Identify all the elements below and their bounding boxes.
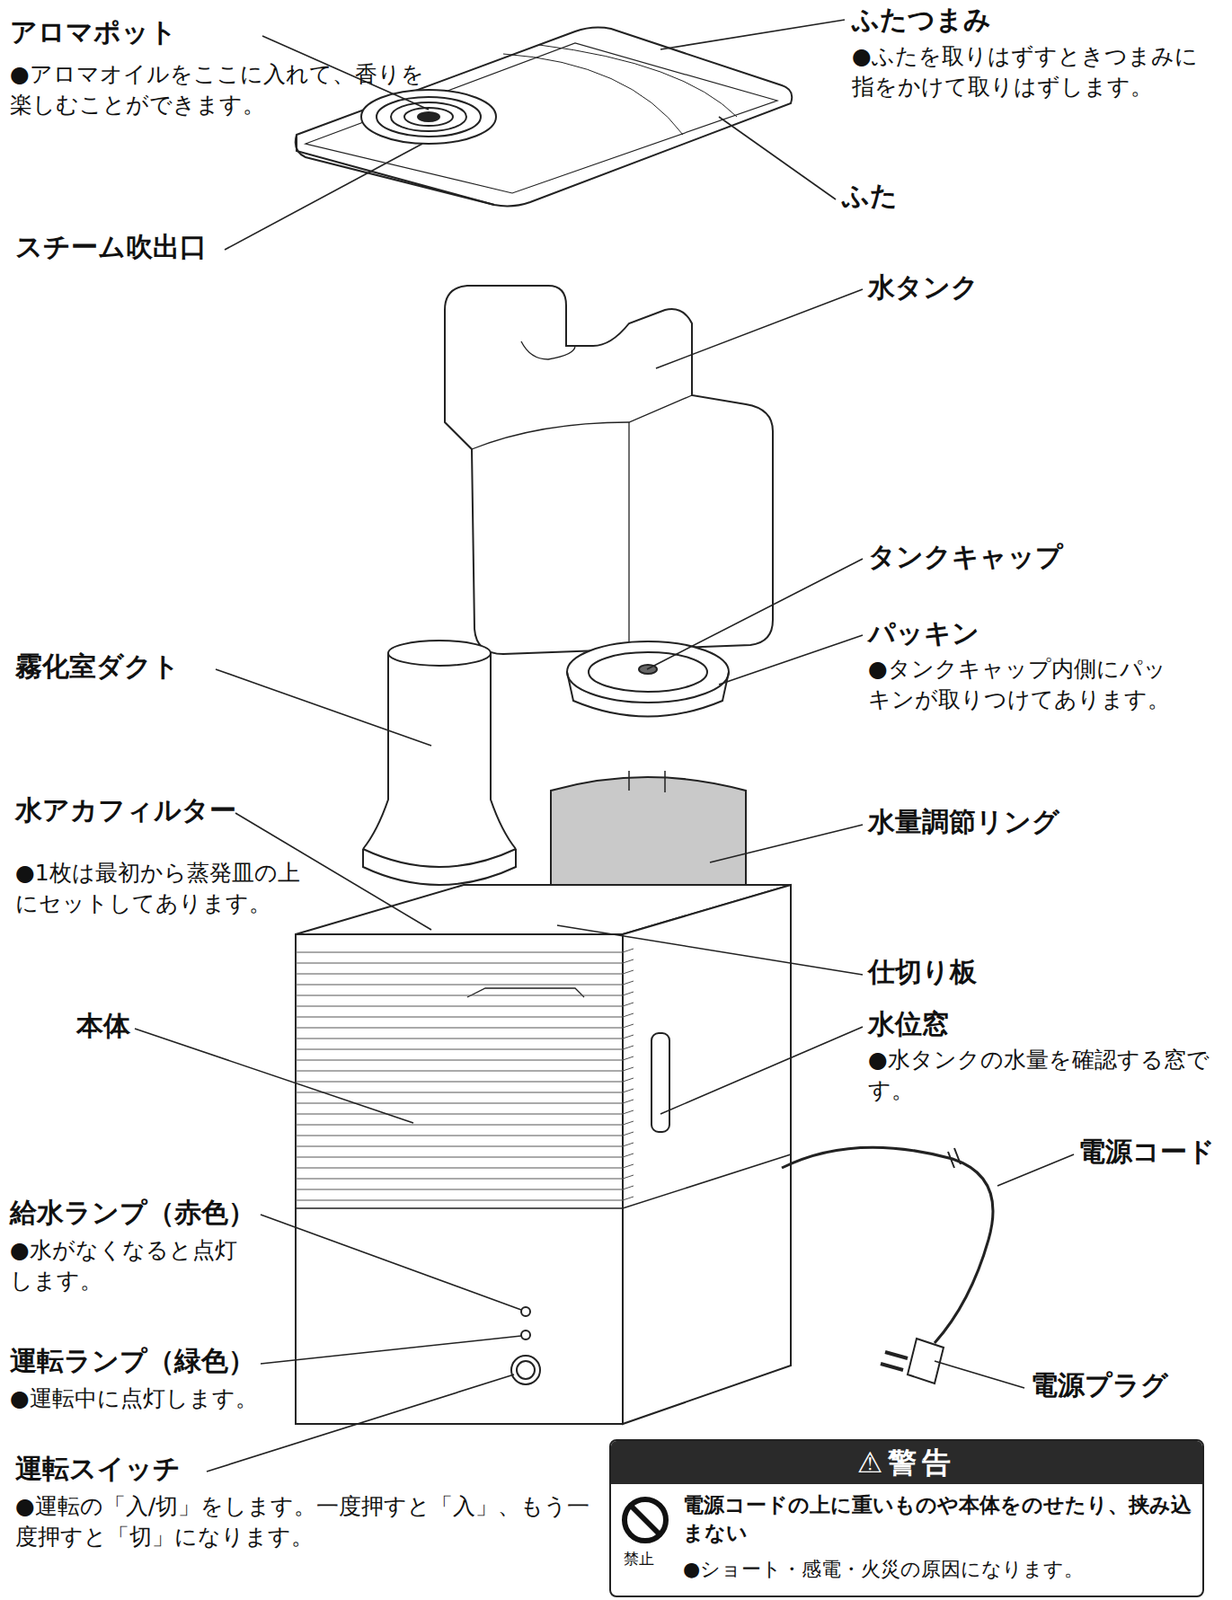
part-note: ●水がなくなると点灯します。: [9, 1235, 253, 1297]
part-note: ●1枚は最初から蒸発皿の上にセットしてあります。: [15, 858, 312, 920]
part-name: 運転スイッチ: [15, 1451, 181, 1489]
part-name: ふたつまみ: [851, 1, 992, 39]
part-name: ふた: [842, 177, 898, 215]
prohibition-circle: [624, 1499, 666, 1542]
part-name: 水量調節リング: [868, 804, 1060, 842]
part-note: ●タンクキャップ内側にパッキンが取りつけてあります。: [868, 654, 1174, 716]
prohibition-label: 禁止: [623, 1549, 655, 1570]
prohibition-symbol: [620, 1495, 671, 1546]
warning-note: ●ショート・感電・火災の原因になります。: [682, 1556, 1196, 1584]
part-note: ●運転中に点灯します。: [9, 1383, 258, 1415]
part-name: 仕切り板: [868, 954, 977, 992]
part-name: パッキン: [868, 615, 980, 653]
part-name: 霧化室ダクト: [15, 648, 180, 686]
part-name: 水アカフィルター: [15, 792, 237, 830]
part-name: アロマポット: [9, 14, 178, 52]
part-note: ●ふたを取りはずすときつまみに指をかけて取りはずします。: [851, 41, 1212, 103]
warning-heading: ⚠警告: [611, 1441, 1203, 1485]
part-name: 電源プラグ: [1030, 1367, 1169, 1405]
part-name: 給水ランプ（赤色）: [9, 1195, 256, 1232]
part-name: 水位窓: [868, 1006, 949, 1044]
part-name: スチーム吹出口: [15, 229, 207, 266]
part-name: 水タンク: [868, 269, 979, 307]
prohibition-bar: [630, 1506, 660, 1535]
part-name: 電源コード: [1078, 1134, 1215, 1171]
part-note: ●水タンクの水量を確認する窓です。: [868, 1045, 1228, 1107]
part-name: 本体: [76, 1008, 131, 1046]
part-name: 運転ランプ（緑色）: [9, 1343, 256, 1381]
part-name: タンクキャップ: [868, 539, 1064, 577]
part-note: ●アロマオイルをここに入れて、香りを楽しむことができます。: [9, 59, 433, 121]
part-note: ●運転の「入/切」をします。一度押すと「入」、もう一度押すと「切」になります。: [15, 1491, 591, 1553]
warning-box: ⚠警告電源コードの上に重いものや本体をのせたり、挟み込まない禁止 ●ショート・感電…: [609, 1439, 1205, 1598]
warning-text: 電源コードの上に重いものや本体をのせたり、挟み込まない: [682, 1491, 1196, 1548]
